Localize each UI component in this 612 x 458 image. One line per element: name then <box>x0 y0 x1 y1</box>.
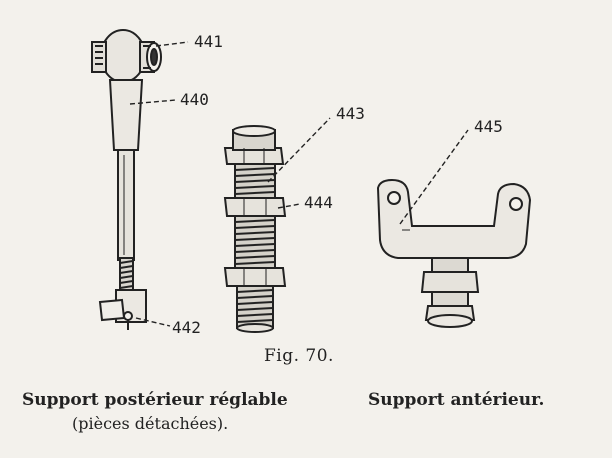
front-support-bracket <box>376 178 532 328</box>
caption-front-support: Support antérieur. <box>368 390 545 410</box>
label-445: 445 <box>474 117 503 136</box>
label-442: 442 <box>172 318 201 337</box>
caption-rear-support: Support postérieur réglable <box>22 390 288 410</box>
parts-drawing: 441 440 442 443 444 445 <box>91 29 532 337</box>
threaded-sleeve <box>223 125 287 333</box>
figure-number: Fig. 70. <box>264 346 334 366</box>
label-441: 441 <box>194 32 223 51</box>
label-444: 444 <box>304 193 333 212</box>
label-440: 440 <box>180 90 209 109</box>
rear-support-rod <box>91 29 162 330</box>
label-443: 443 <box>336 104 365 123</box>
caption-rear-support-detail: (pièces détachées). <box>72 414 229 433</box>
leader-lines <box>129 41 469 327</box>
